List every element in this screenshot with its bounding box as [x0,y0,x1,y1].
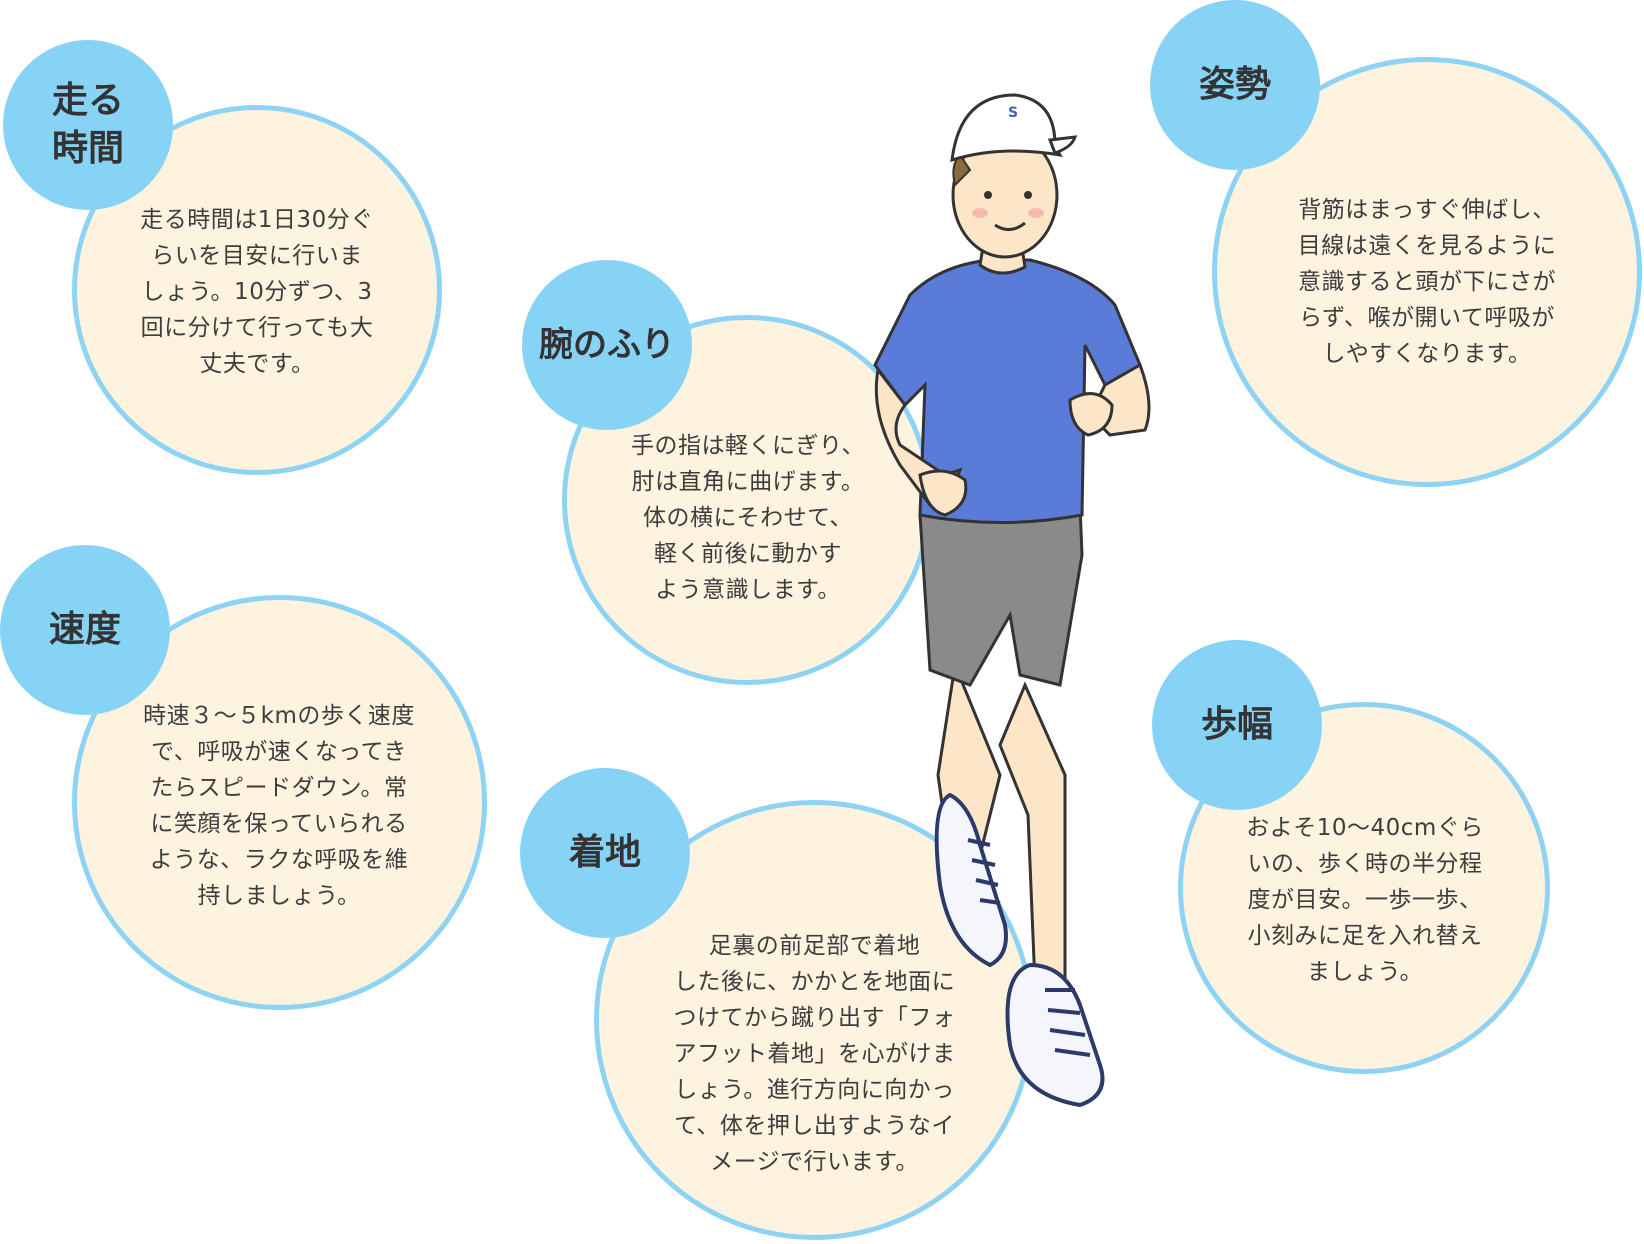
badge-speed-label: 速度 [48,609,121,650]
runner-illustration: S [873,93,1151,1108]
smile [994,221,1026,231]
back-shoe-laces [967,838,1001,905]
badge-landing: 着地 [520,768,690,938]
badge-stride-label: 歩幅 [1200,704,1273,745]
fist-left [1068,392,1114,437]
cap-logo: S [1008,105,1018,121]
badge-posture-label: 姿勢 [1198,64,1271,105]
badge-stride: 歩幅 [1152,640,1322,810]
eye-left [984,191,992,199]
eye-right [1024,191,1032,199]
card-speed-body: 時速３～５kmの歩く速度 で、呼吸が速くなってき たらスピードダウン。常 に笑顔… [143,703,415,909]
fist-right [918,469,968,517]
card-landing-body: 足裏の前足部で着地 した後に、かかとを地面に つけてから蹴り出す「フォ アフット… [673,933,956,1175]
cheek-left [972,208,988,218]
front-shoe [1005,962,1105,1108]
cap-brim [1047,135,1078,155]
card-arm-swing-body: 手の指は軽くにぎり、 肘は直角に曲げます。 体の横にそわせて、 軽く前後に動かす… [630,433,866,603]
badge-posture: 姿勢 [1150,0,1320,170]
cheek-right [1028,208,1044,218]
shirt [873,258,1142,524]
badge-arm-swing-label: 腕のふり [539,325,675,365]
card-stride-body: およそ10～40cmぐら いの、歩く時の半分程 度が目安。一歩一歩、 小刻みに足… [1246,815,1484,985]
badge-speed: 速度 [0,545,170,715]
front-leg [998,681,1067,987]
badge-running-time: 走る 時間 [3,40,173,210]
badge-arm-swing: 腕のふり [522,260,692,430]
back-shoe [934,792,1008,968]
front-shoe-laces [1045,988,1091,1057]
shorts [918,503,1084,687]
card-posture-body: 背筋はまっすぐ伸ばし、 目線は遠くを見るように 意識すると頭が下にさが らず、喉… [1297,197,1557,367]
badge-running-time-label: 走る 時間 [51,80,124,169]
badge-landing-label: 着地 [568,832,641,873]
card-running-time-body: 走る時間は1日30分ぐ らいを目安に行いま しょう。10分ずつ、3 回に分けて行… [140,207,374,377]
cap [950,93,1063,163]
